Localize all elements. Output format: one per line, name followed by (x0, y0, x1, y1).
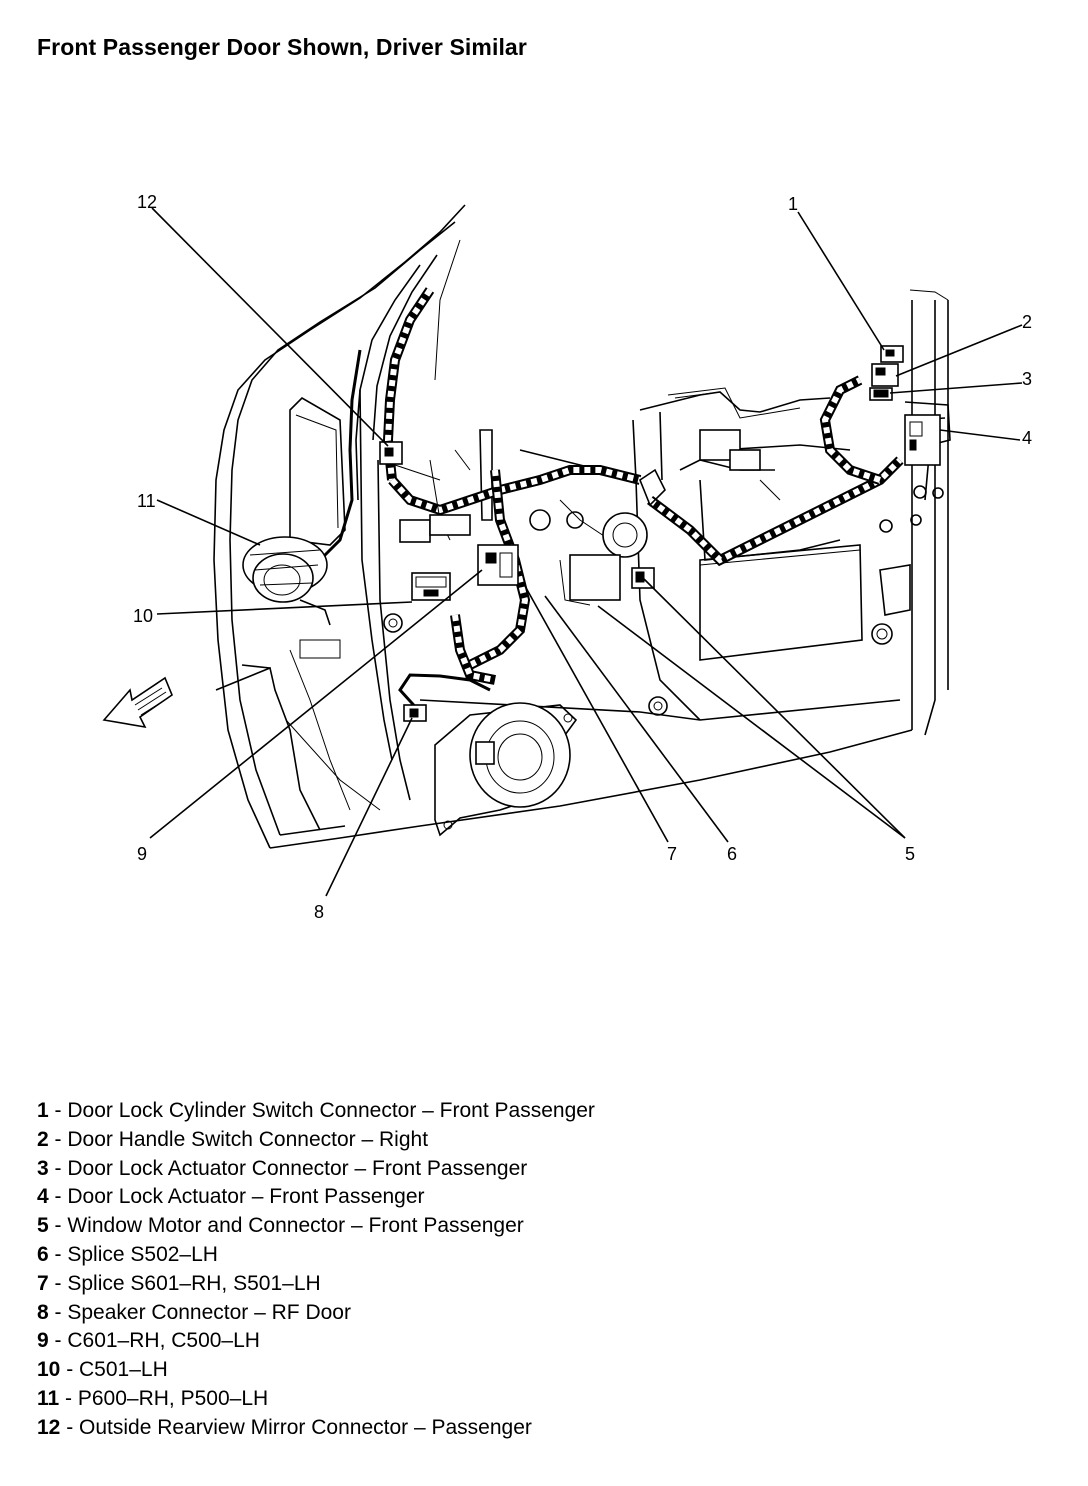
legend-item: 3 - Door Lock Actuator Connector – Front… (37, 1156, 528, 1180)
harness-grommet (242, 536, 331, 626)
callout-7: 7 (667, 844, 677, 864)
callout-12: 12 (137, 192, 157, 212)
callout-8: 8 (314, 902, 324, 922)
legend-item: 8 - Speaker Connector – RF Door (37, 1300, 351, 1324)
legend-item: 4 - Door Lock Actuator – Front Passenger (37, 1185, 425, 1209)
window-motor (559, 512, 655, 606)
diagram-title: Front Passenger Door Shown, Driver Simil… (37, 34, 527, 60)
callout-9: 9 (137, 844, 147, 864)
door-shell (213, 204, 951, 849)
legend-item: 9 - C601–RH, C500–LH (37, 1329, 260, 1353)
legend-item: 6 - Splice S502–LH (37, 1242, 218, 1266)
callout-3: 3 (1022, 369, 1032, 389)
callout-5: 5 (905, 844, 915, 864)
c601-connector (477, 544, 519, 586)
legend-item: 1 - Door Lock Cylinder Switch Connector … (37, 1099, 595, 1122)
wiring-harness (318, 287, 904, 714)
callout-1: 1 (788, 194, 798, 214)
door-speaker (403, 702, 578, 837)
legend-item: 2 - Door Handle Switch Connector – Right (37, 1127, 429, 1151)
callout-11: 11 (137, 491, 156, 511)
legend-item: 10 - C501–LH (37, 1358, 168, 1382)
legend-item: 11 - P600–RH, P500–LH (37, 1386, 269, 1410)
forward-arrow-icon (102, 676, 173, 729)
component-legend: 1 - Door Lock Cylinder Switch Connector … (37, 1097, 595, 1443)
legend-item: 12 - Outside Rearview Mirror Connector –… (37, 1415, 532, 1439)
callout-6: 6 (727, 844, 737, 864)
legend-item: 5 - Window Motor and Connector – Front P… (37, 1214, 524, 1238)
callout-10: 10 (133, 606, 153, 626)
callout-2: 2 (1022, 312, 1032, 332)
callout-labels: 1 2 3 4 5 6 7 8 9 10 11 12 (133, 192, 1032, 922)
leader-lines (149, 207, 1023, 897)
legend-item: 7 - Splice S601–RH, S501–LH (37, 1271, 321, 1295)
callout-4: 4 (1022, 428, 1032, 448)
components (242, 345, 941, 837)
